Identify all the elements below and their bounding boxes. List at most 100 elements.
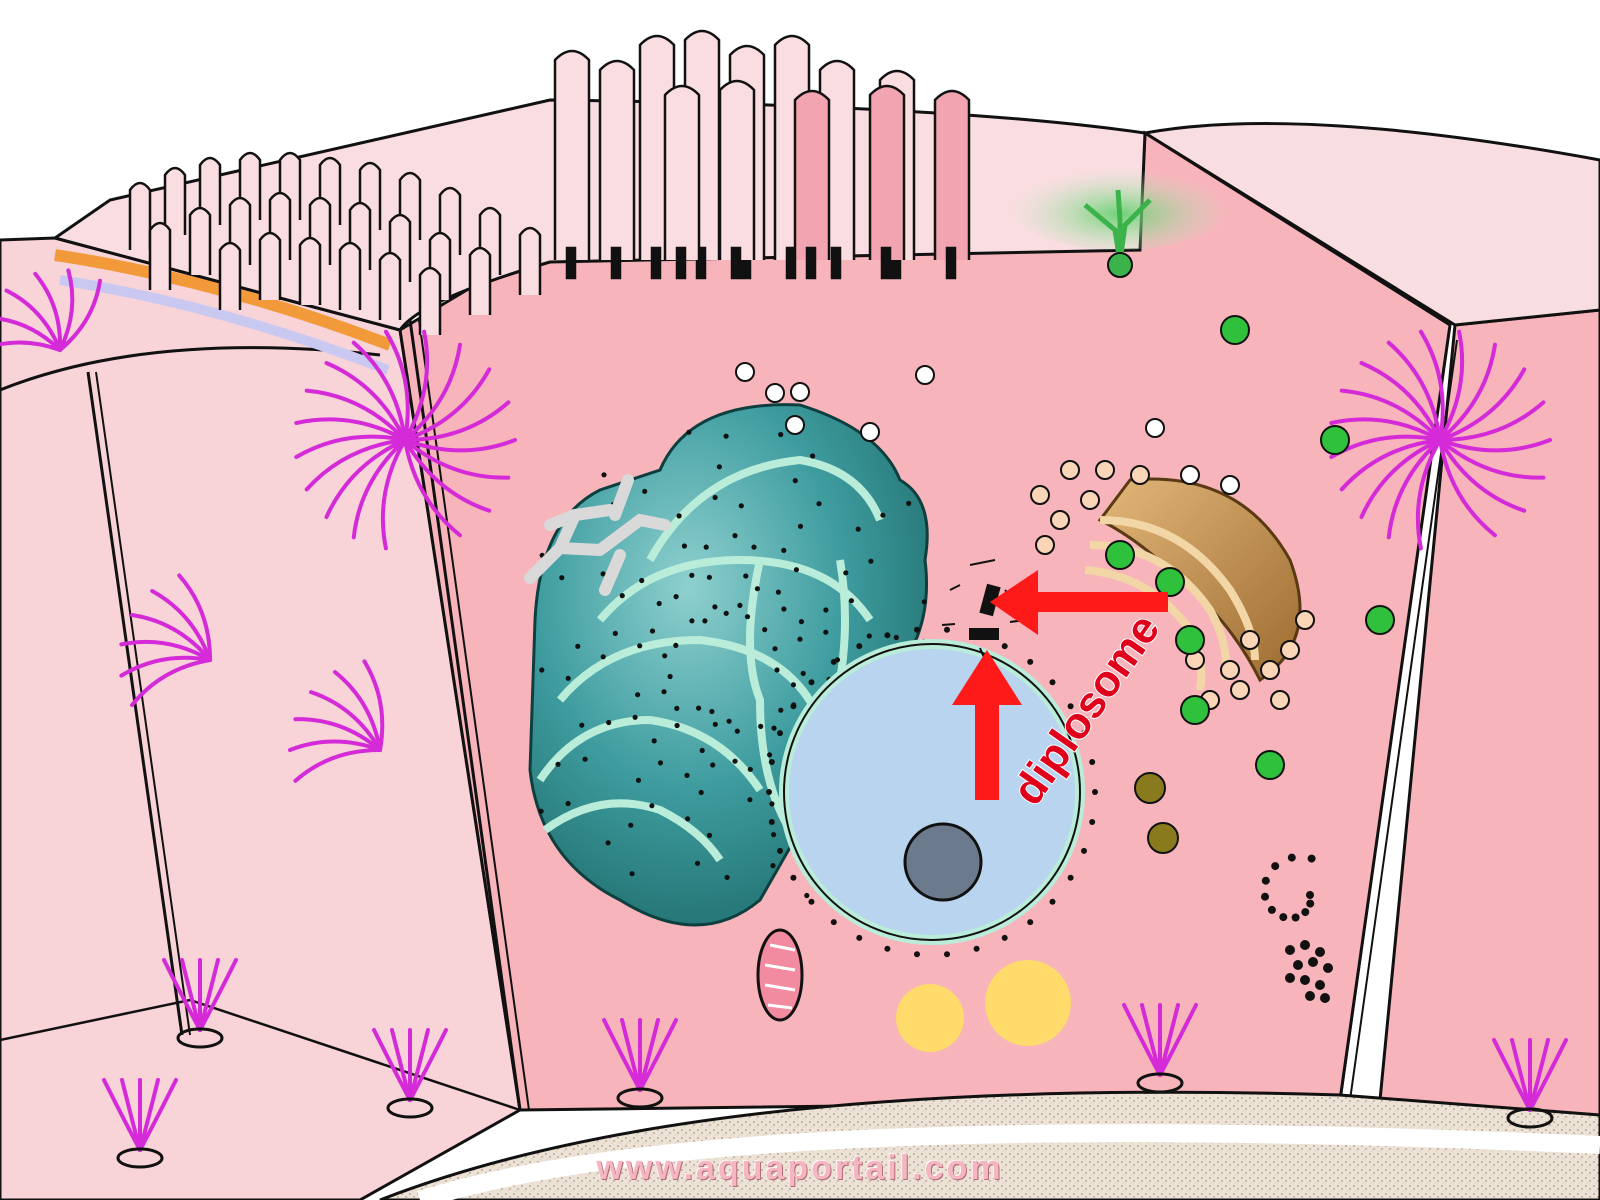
nuclear-ribosome <box>1089 759 1096 765</box>
right-neighbor-cell <box>1139 122 1600 1200</box>
ribosome <box>770 863 776 869</box>
ribosome <box>774 667 780 673</box>
ribosome <box>800 670 806 677</box>
microvillus <box>468 246 492 315</box>
nuclear-ribosome <box>1067 703 1074 710</box>
ribosome <box>744 614 751 620</box>
microvillus-root <box>565 246 577 280</box>
actin-filament <box>58 268 75 352</box>
microvillus-long <box>663 84 701 260</box>
ribosome <box>642 488 648 494</box>
polyribosome <box>1267 905 1276 914</box>
ribosome <box>637 643 643 649</box>
ribosome <box>696 705 702 711</box>
actin-filament <box>1438 438 1546 480</box>
actin-filament <box>0 316 62 352</box>
microvillus <box>148 221 172 290</box>
ribosome <box>694 860 701 866</box>
actin-filament <box>130 658 212 707</box>
ribosome <box>706 832 713 839</box>
ribosome <box>906 500 912 506</box>
actin-filament <box>293 717 382 752</box>
clear-vesicle <box>1145 418 1165 438</box>
ribosome <box>601 472 607 478</box>
golgi-vesicle <box>1130 465 1150 485</box>
ribosome <box>810 453 816 459</box>
golgi-vesicle <box>1295 610 1315 630</box>
microvilli-short <box>128 151 542 335</box>
actin-filament <box>1418 329 1445 442</box>
actin-filament <box>1386 340 1442 442</box>
microvillus <box>198 156 222 225</box>
free-ribosome <box>1315 947 1325 957</box>
basal-lamina <box>379 1090 1600 1200</box>
actin-filament <box>1359 360 1442 442</box>
ribosome <box>657 760 664 766</box>
golgi-vesicle <box>1270 690 1290 710</box>
polyribosome <box>1306 899 1315 908</box>
actin-filament <box>403 438 492 513</box>
ribosome <box>656 600 662 607</box>
microvillus <box>298 236 322 305</box>
hemidesmosome-filament <box>638 1018 678 1092</box>
ribosome <box>555 761 561 767</box>
actin-filament <box>1359 438 1442 520</box>
nuclear-ribosome <box>944 626 950 633</box>
free-ribosome <box>1293 960 1303 970</box>
nuclear-ribosome <box>830 919 837 926</box>
golgi-vesicle <box>1095 460 1115 480</box>
basal-filaments <box>102 958 1568 1169</box>
nuclear-ribosome <box>768 819 775 825</box>
ribosome <box>772 646 778 652</box>
actin-filament <box>309 690 382 752</box>
ribosome <box>790 682 797 688</box>
ribosome <box>823 629 829 635</box>
nuclear-ribosome <box>777 847 783 854</box>
actin-filament <box>150 589 212 662</box>
nuclear-ribosome <box>856 934 863 941</box>
ribosome <box>600 571 606 577</box>
ribosome <box>661 689 667 695</box>
golgi-vesicle <box>1220 660 1240 680</box>
ribosome <box>628 822 634 828</box>
ribosome <box>667 673 673 680</box>
ribosome <box>681 543 688 549</box>
ribosome <box>724 874 730 881</box>
free-ribosome <box>1305 991 1315 1001</box>
microvillus-root <box>785 246 797 280</box>
golgi-vesicle <box>1230 680 1250 700</box>
ribosome <box>684 772 690 779</box>
ribosome <box>676 513 682 519</box>
olive-vesicle <box>1147 822 1179 854</box>
actin-filament <box>403 329 430 442</box>
green-cilium <box>1010 160 1230 278</box>
microvillus-long <box>718 79 756 260</box>
ribosome <box>921 599 927 605</box>
microvillus-root <box>675 246 687 280</box>
ribosome <box>868 558 874 564</box>
ribosome <box>781 606 787 612</box>
actin-filament <box>58 278 102 352</box>
nuclear-ribosome <box>1049 679 1056 686</box>
actin-filament <box>1329 417 1442 442</box>
clear-vesicle <box>785 415 805 435</box>
ribosome <box>605 840 611 846</box>
actin-filament <box>304 438 407 492</box>
ribosome <box>732 758 738 764</box>
nuclear-ribosome <box>777 730 783 737</box>
ribosome <box>712 721 718 727</box>
ribosome <box>769 801 775 807</box>
free-ribosome <box>1315 980 1325 990</box>
ribosome <box>723 610 729 616</box>
ribosome <box>698 789 704 796</box>
microvillus-root <box>695 246 707 280</box>
ribosome <box>716 464 723 470</box>
microvillus-root <box>805 246 817 280</box>
ribosome <box>781 547 787 554</box>
ribosome <box>797 523 804 529</box>
nuclear-ribosome <box>1092 789 1098 795</box>
actin-filament <box>177 573 213 662</box>
actin-filament <box>1438 438 1497 538</box>
actin-filament <box>1339 388 1442 442</box>
golgi-vesicle <box>1240 630 1260 650</box>
